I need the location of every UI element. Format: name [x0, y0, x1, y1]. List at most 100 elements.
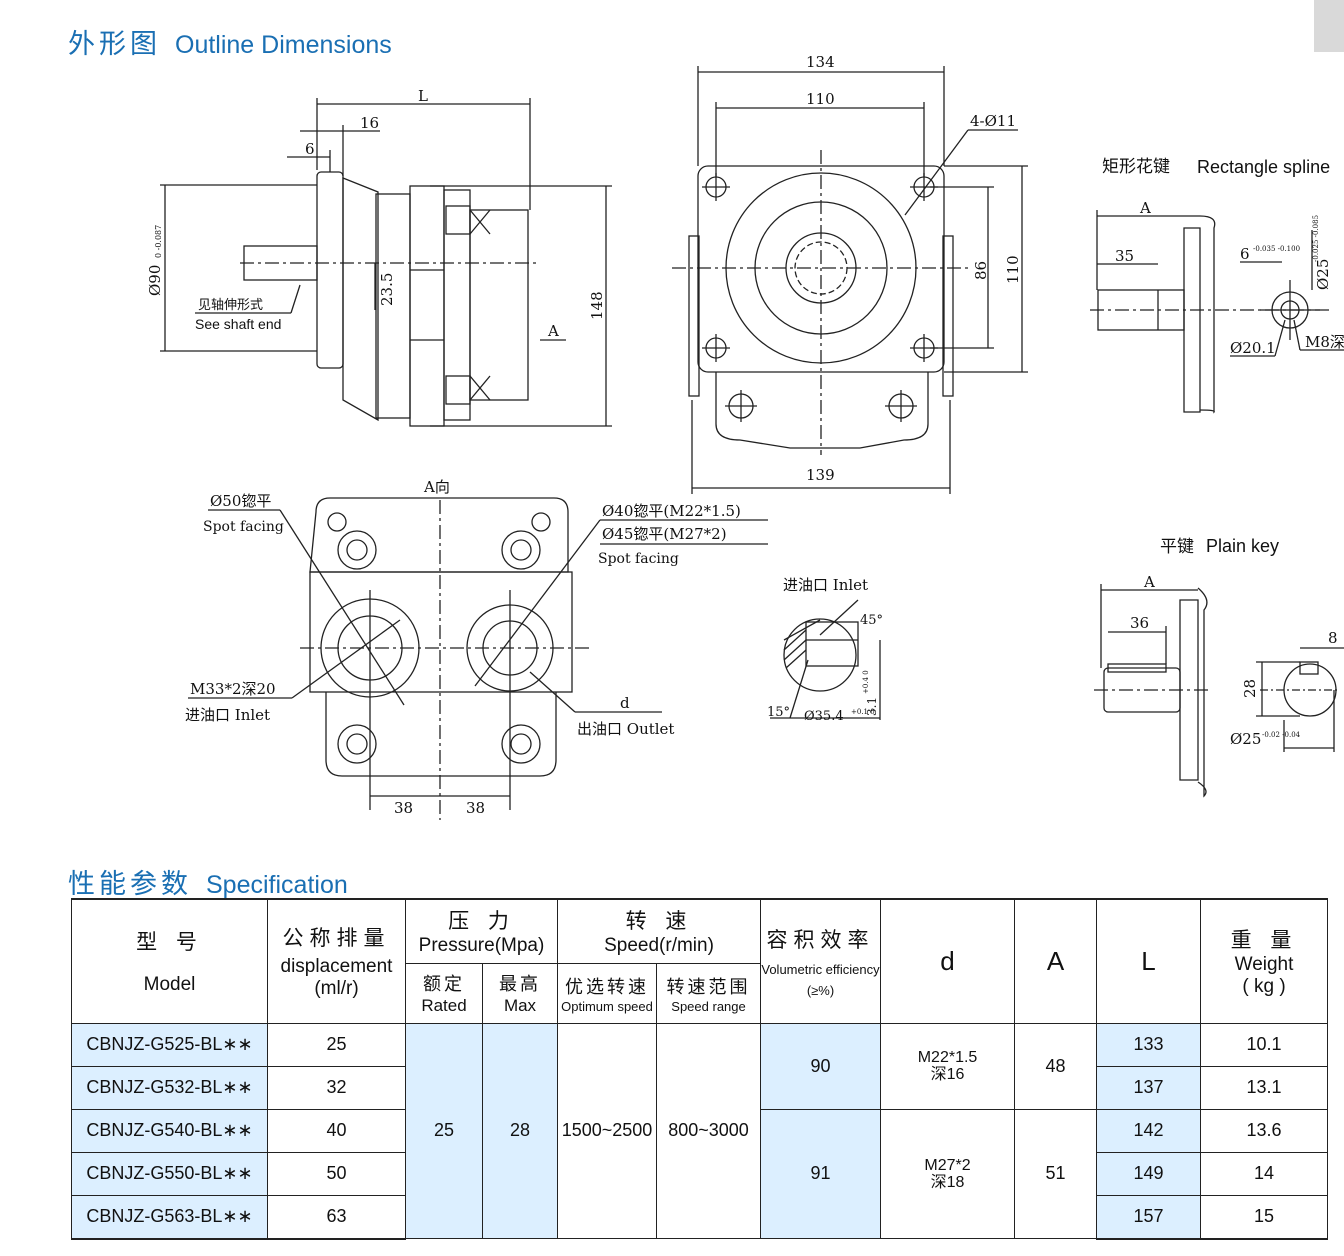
key-dim-28: 28 — [1241, 679, 1259, 698]
key-dim-36: 36 — [1130, 614, 1149, 632]
inlet-left-label: 进油口 Inlet — [185, 706, 270, 724]
cell-rated: 25 — [405, 1022, 483, 1239]
cell-displacement: 63 — [267, 1194, 406, 1240]
cell-displacement: 25 — [267, 1022, 406, 1067]
dim-38-right: 38 — [466, 799, 485, 817]
header-model: 型 号 Model — [71, 898, 268, 1024]
spot45-en: Spot facing — [598, 551, 679, 567]
spot40-label: Ø40锪平(M22*1.5) — [602, 502, 741, 520]
spline-dim-35: 35 — [1115, 247, 1134, 265]
spline-dia25: Ø25 — [1314, 259, 1332, 290]
shaft-note-en: See shaft end — [195, 316, 281, 332]
cell-model: CBNJZ-G525-BL∗∗ — [71, 1022, 268, 1067]
spline-dia20: Ø20.1 — [1230, 339, 1276, 357]
spot50-label: Ø50锪平 — [210, 492, 271, 510]
dia35-label: Ø35.4 — [804, 709, 844, 724]
dim-86: 86 — [972, 261, 990, 280]
spot45-label: Ø45锪平(M27*2) — [602, 525, 727, 543]
key-dia25: Ø25 — [1230, 730, 1261, 748]
dim-110-top: 110 — [806, 90, 835, 108]
cell-model: CBNJZ-G540-BL∗∗ — [71, 1108, 268, 1153]
cell-L: 137 — [1096, 1065, 1202, 1110]
header-d: d — [880, 898, 1016, 1024]
header-displacement: 公称排量 displacement (ml/r) — [267, 898, 406, 1024]
deg15-label: 15° — [767, 705, 790, 720]
cell-range: 800~3000 — [655, 1022, 762, 1239]
header-optimum: 优选转速 Optimum speed — [557, 962, 657, 1024]
dim-139: 139 — [806, 466, 835, 484]
inlet-detail-label: 进油口 Inlet — [783, 576, 868, 594]
cell-L: 157 — [1096, 1194, 1202, 1240]
cell-model: CBNJZ-G550-BL∗∗ — [71, 1151, 268, 1196]
cell-displacement: 40 — [267, 1108, 406, 1153]
cell-weight: 13.1 — [1200, 1065, 1329, 1110]
spline-dim-A: A — [1139, 199, 1151, 217]
dim-16: 16 — [360, 114, 379, 132]
header-L: L — [1096, 898, 1202, 1024]
spline-dia25-tol: -0.025 -0.085 — [1312, 215, 1320, 262]
outline-heading-en: Outline Dimensions — [175, 31, 392, 59]
cell-displacement: 32 — [267, 1065, 406, 1110]
cell-model: CBNJZ-G563-BL∗∗ — [71, 1194, 268, 1240]
cell-A-a: 48 — [1014, 1022, 1098, 1110]
outline-heading: 外形图 Outline Dimensions — [68, 22, 392, 61]
dim-dia90-tol: 0 -0.087 — [154, 225, 163, 258]
d-label: d — [620, 694, 630, 712]
shaft-note-cn: 见轴伸形式 — [198, 298, 263, 313]
table-row: CBNJZ-G540-BL∗∗ 40 91 M27*2 深18 51 142 1… — [71, 1108, 1329, 1239]
key-view — [1094, 584, 1344, 798]
header-A: A — [1014, 898, 1098, 1024]
dim-6: 6 — [305, 140, 315, 158]
side-view — [160, 98, 612, 427]
header-range: 转速范围 Speed range — [655, 962, 762, 1024]
cell-L: 149 — [1096, 1151, 1202, 1196]
dim-L: L — [418, 87, 428, 105]
header-speed: 转 速 Speed(r/min) — [556, 898, 762, 964]
cell-L: 142 — [1096, 1108, 1202, 1153]
spec-heading-cn: 性能参数 — [68, 869, 192, 900]
spline-title-en: Rectangle spline — [1197, 157, 1330, 177]
header-pressure: 压 力 Pressure(Mpa) — [405, 898, 558, 964]
dim31-tol: +0.4 0 — [862, 670, 870, 694]
dim-148: 148 — [588, 291, 606, 320]
dim-23-5: 23.5 — [378, 273, 396, 306]
cell-weight: 10.1 — [1200, 1022, 1329, 1067]
key-dia25-tol: -0.02 -0.04 — [1262, 731, 1301, 739]
deg45-label: 45° — [860, 613, 883, 628]
header-max: 最高 Max — [482, 962, 558, 1024]
dia35-tol: +0.1 0 — [851, 708, 875, 716]
key-dim-A: A — [1143, 573, 1155, 591]
cell-weight: 14 — [1200, 1151, 1329, 1196]
spline-dim-6: 6 — [1240, 245, 1250, 263]
header-weight: 重 量 Weight ( kg ) — [1200, 898, 1329, 1024]
table-row: CBNJZ-G532-BL∗∗ 32 137 13.1 — [71, 1065, 1329, 1110]
spline-dim-6-tol: -0.035 -0.100 — [1253, 245, 1300, 253]
cell-A-b: 51 — [1014, 1108, 1098, 1239]
spot50-en: Spot facing — [203, 519, 284, 535]
spec-heading-en: Specification — [206, 871, 348, 899]
key-dim-8: 8 — [1328, 629, 1338, 647]
front-view — [672, 66, 1028, 494]
spline-m8: M8深 — [1305, 333, 1344, 351]
outline-drawing: L 16 6 Ø90 0 -0.087 23.5 148 A 见轴伸形式 See… — [146, 53, 1344, 820]
dim-38-left: 38 — [394, 799, 413, 817]
cell-vol-a: 90 — [760, 1022, 882, 1110]
cell-L: 133 — [1096, 1022, 1202, 1067]
cell-d-b: M27*2 深18 — [880, 1108, 1016, 1239]
cell-max: 28 — [482, 1022, 558, 1239]
table-row: CBNJZ-G550-BL∗∗ 50 149 14 — [71, 1151, 1329, 1196]
dim-holes: 4-Ø11 — [970, 112, 1016, 130]
cell-optimum: 1500~2500 — [557, 1022, 657, 1239]
inlet-detail — [770, 599, 881, 720]
dim-dia90: Ø90 — [146, 265, 164, 296]
table-row: CBNJZ-G525-BL∗∗ 25 25 28 1500~2500 800~3… — [71, 1022, 1329, 1239]
cell-weight: 15 — [1200, 1194, 1329, 1240]
spline-view — [1090, 210, 1344, 414]
cell-d-a: M22*1.5 深16 — [880, 1022, 1016, 1110]
page-tab-marker — [1314, 0, 1344, 52]
dim-134: 134 — [806, 53, 835, 71]
dim-110-right: 110 — [1004, 255, 1022, 284]
cell-displacement: 50 — [267, 1151, 406, 1196]
outlet-label: 出油口 Outlet — [577, 720, 674, 738]
outline-heading-cn: 外形图 — [68, 29, 161, 60]
